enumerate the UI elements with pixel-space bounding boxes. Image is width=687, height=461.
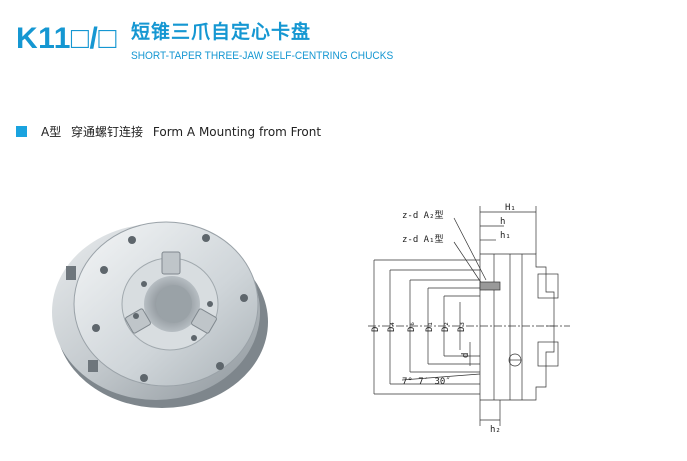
product-title-cn: 短锥三爪自定心卡盘 (131, 21, 312, 43)
product-title-en: SHORT-TAPER THREE-JAW SELF-CENTRING CHUC… (131, 50, 394, 62)
chuck-technical-drawing: z-d A₂型 z-d A₁型 H₁ h h₁ h₂ D D₄ D₆ D₁ D₂… (368, 203, 570, 435)
dim-d: d (461, 353, 471, 358)
dim-H1: H₁ (505, 203, 516, 213)
form-type-cn: A型 (41, 124, 62, 139)
dim-h1: h₁ (500, 231, 511, 241)
dim-D2: D₂ (441, 321, 451, 332)
section-label: A型 穿通螺钉连接 Form A Mounting from Front (41, 123, 327, 140)
chuck-photo (52, 221, 268, 408)
dim-D4: D₄ (387, 321, 397, 332)
angle-label: 7° 7′ 30″ (402, 377, 451, 387)
dim-D1: D₁ (425, 321, 435, 332)
mounting-desc-cn: 穿通螺钉连接 (71, 124, 144, 139)
label-form-a1: z-d A₁型 (402, 234, 444, 245)
label-form-a2: z-d A₂型 (402, 210, 444, 221)
dim-D: D (371, 327, 381, 332)
square-bullet-icon (16, 125, 27, 137)
mounting-desc-en: Form A Mounting from Front (152, 124, 322, 139)
dim-h2: h₂ (490, 425, 501, 435)
dim-D6: D₆ (407, 321, 417, 332)
dim-D3: D₃ (457, 321, 467, 332)
model-number: K11□/□ (16, 22, 117, 55)
section-heading: A型 穿通螺钉连接 Form A Mounting from Front (16, 122, 327, 140)
dim-h: h (500, 217, 505, 227)
